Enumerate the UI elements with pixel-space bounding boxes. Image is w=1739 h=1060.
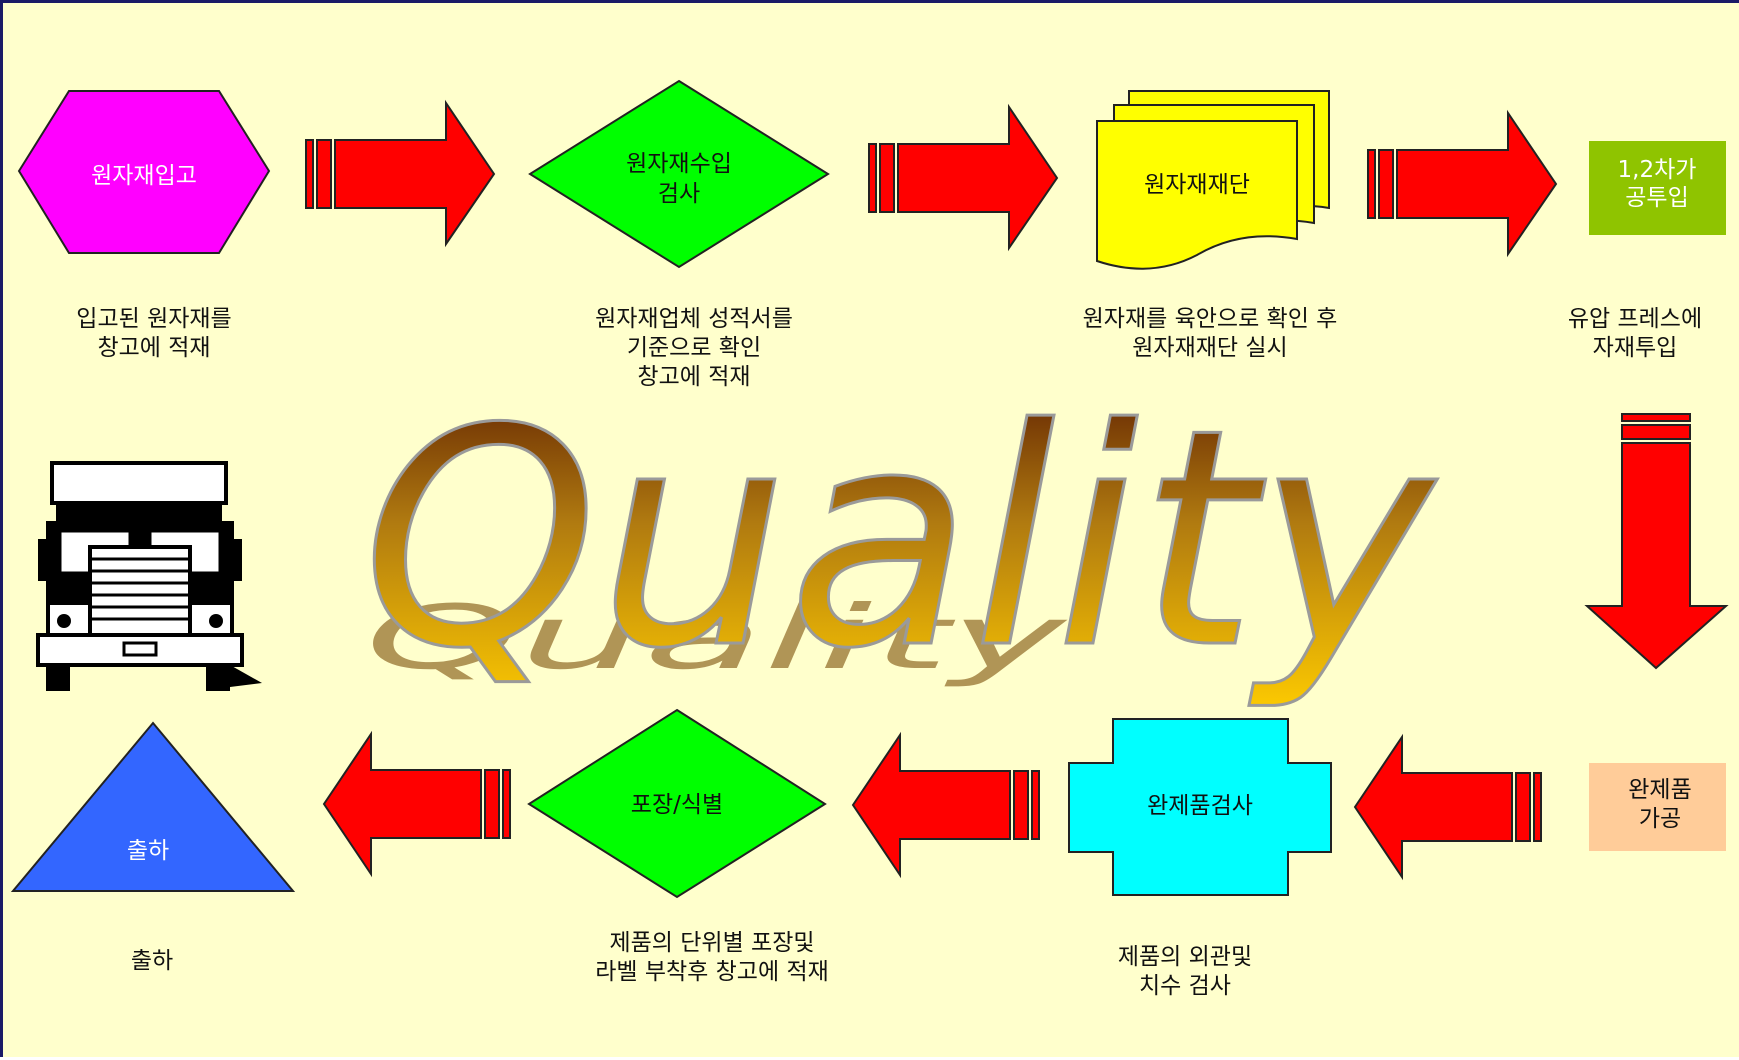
shipping-shape bbox=[10, 721, 296, 892]
flow-arrow-2 bbox=[868, 103, 1059, 252]
feeding-caption: 유압 프레스에 자재투입 bbox=[1567, 306, 1703, 361]
finishing-label-2: 가공 bbox=[1639, 806, 1681, 832]
cutting-label: 원자재재단 bbox=[1144, 172, 1250, 198]
receiving-caption: 입고된 원자재를 창고에 적재 bbox=[76, 306, 232, 361]
quality-watermark-shadow: Quality bbox=[365, 586, 1068, 689]
packing-caption: 제품의 단위별 포장및 라벨 부착후 창고에 적재 bbox=[595, 930, 829, 985]
quality-watermark: Quality Quality bbox=[361, 364, 1441, 716]
flow-arrow-down bbox=[1584, 413, 1729, 670]
final-inspection-label: 완제품검사 bbox=[1147, 793, 1253, 819]
final-inspection-shape bbox=[1068, 718, 1332, 896]
truck-icon bbox=[36, 461, 262, 691]
cutting-shape bbox=[1096, 90, 1330, 270]
finishing-shape bbox=[1589, 763, 1726, 851]
finishing-label-1: 완제품 bbox=[1628, 777, 1691, 803]
feeding-label-2: 공투입 bbox=[1625, 185, 1688, 211]
flow-arrow-3 bbox=[1367, 109, 1558, 258]
incoming-inspection-label-2: 검사 bbox=[658, 181, 700, 207]
feeding-label-1: 1,2차가 bbox=[1618, 157, 1697, 183]
quality-watermark-text: Quality bbox=[362, 365, 1439, 714]
incoming-inspection-shape bbox=[528, 79, 830, 269]
flow-arrow-6 bbox=[322, 730, 511, 878]
packing-label: 포장/식별 bbox=[631, 792, 723, 818]
final-inspection-caption: 제품의 외관및 치수 검사 bbox=[1117, 944, 1253, 999]
receiving-shape bbox=[17, 90, 271, 254]
feeding-shape bbox=[1589, 141, 1726, 235]
flow-arrow-4 bbox=[1353, 733, 1542, 881]
process-flow-diagram: Quality Quality 원자재입고 원자재수입 검사 원자재재단 1,2… bbox=[10, 79, 1729, 899]
flow-arrow-1 bbox=[305, 99, 496, 248]
packing-shape bbox=[527, 708, 827, 899]
incoming-inspection-label-1: 원자재수입 bbox=[626, 151, 732, 177]
cutting-caption: 원자재를 육안으로 확인 후 원자재재단 실시 bbox=[1082, 306, 1338, 361]
incoming-inspection-caption: 원자재업체 성적서를 기준으로 확인 창고에 적재 bbox=[595, 306, 793, 390]
flow-arrow-5 bbox=[851, 731, 1040, 879]
shipping-caption: 출하 bbox=[130, 948, 174, 974]
shipping-label: 출하 bbox=[127, 838, 169, 864]
receiving-label: 원자재입고 bbox=[91, 163, 197, 189]
